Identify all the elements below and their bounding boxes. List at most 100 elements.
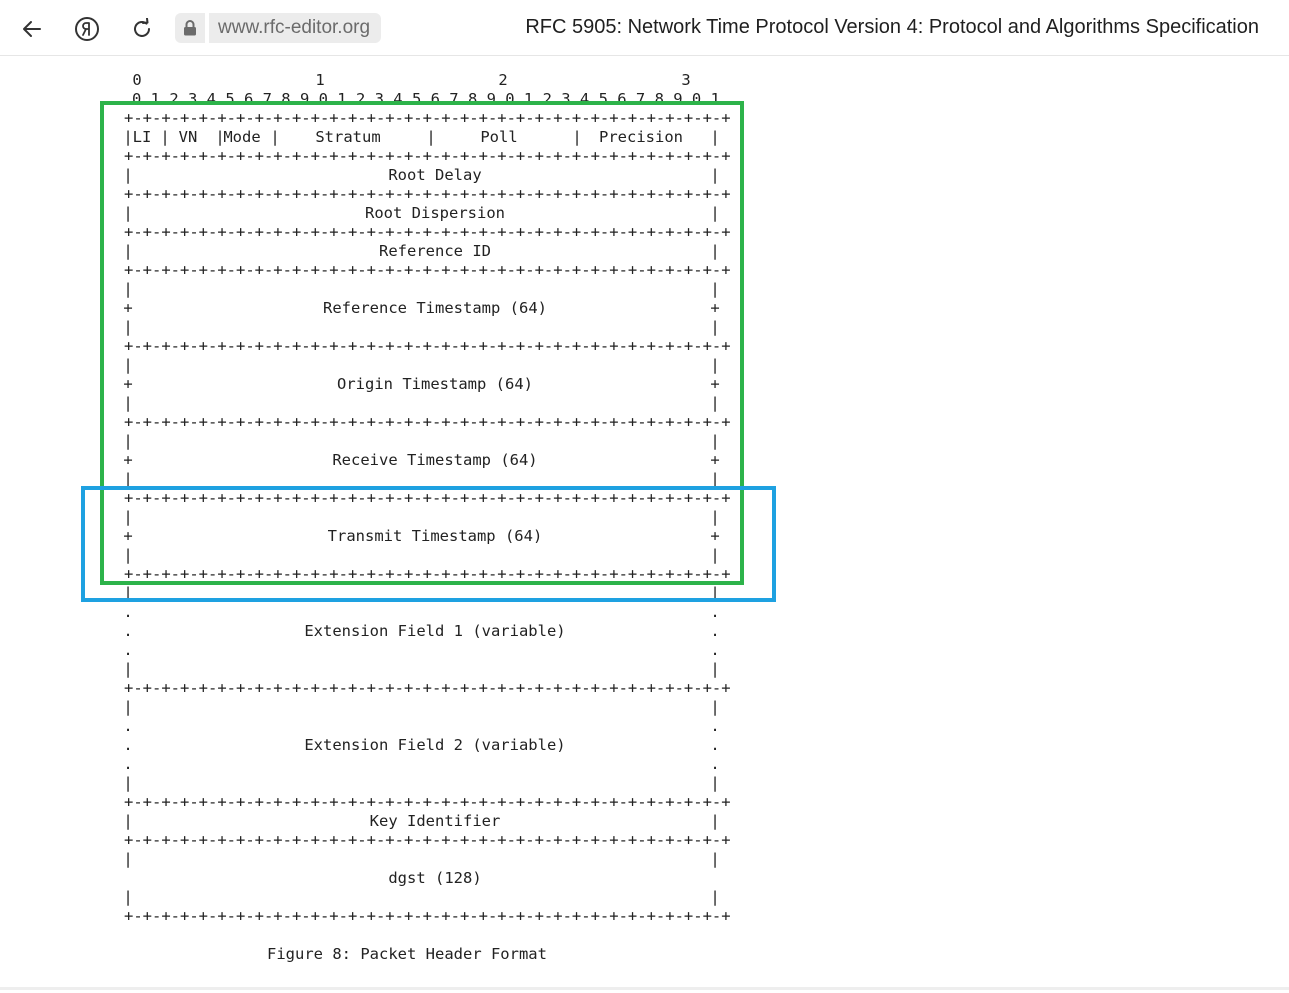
field-divider: | bbox=[426, 128, 435, 146]
field-vn: VN bbox=[179, 128, 198, 146]
right-border: | bbox=[710, 812, 719, 830]
field-reference-timestamp: Reference Timestamp (64) bbox=[323, 299, 547, 317]
row-separator: +-+-+-+-+-+-+-+-+-+-+-+-+-+-+-+-+-+-+-+-… bbox=[124, 793, 731, 811]
browser-toolbar: www.rfc-editor.org RFC 5905: Network Tim… bbox=[0, 0, 1289, 56]
green-highlight-box bbox=[100, 101, 744, 585]
row-separator: +-+-+-+-+-+-+-+-+-+-+-+-+-+-+-+-+-+-+-+-… bbox=[124, 261, 731, 279]
right-border: | bbox=[710, 432, 719, 450]
yandex-logo-icon bbox=[75, 17, 99, 41]
page-title: RFC 5905: Network Time Protocol Version … bbox=[525, 16, 1259, 38]
field-reference-id: Reference ID bbox=[379, 242, 491, 260]
left-border-dot: . bbox=[123, 717, 132, 735]
right-border-dot: . bbox=[710, 755, 719, 773]
left-border-plus: + bbox=[123, 375, 132, 393]
left-border: | bbox=[123, 166, 132, 184]
row-separator: +-+-+-+-+-+-+-+-+-+-+-+-+-+-+-+-+-+-+-+-… bbox=[124, 223, 731, 241]
row-separator: +-+-+-+-+-+-+-+-+-+-+-+-+-+-+-+-+-+-+-+-… bbox=[124, 831, 731, 849]
left-border: | bbox=[123, 432, 132, 450]
right-border-dot: . bbox=[710, 717, 719, 735]
row-separator: +-+-+-+-+-+-+-+-+-+-+-+-+-+-+-+-+-+-+-+-… bbox=[124, 413, 731, 431]
field-root-dispersion: Root Dispersion bbox=[365, 204, 505, 222]
field-origin-timestamp: Origin Timestamp (64) bbox=[337, 375, 533, 393]
field-divider: | bbox=[572, 128, 581, 146]
row-separator: +-+-+-+-+-+-+-+-+-+-+-+-+-+-+-+-+-+-+-+-… bbox=[124, 147, 731, 165]
left-border: | bbox=[123, 660, 132, 678]
field-root-delay: Root Delay bbox=[388, 166, 481, 184]
field-transmit-timestamp: Transmit Timestamp (64) bbox=[328, 527, 543, 545]
bit-units-row: 0 1 2 3 4 5 6 7 8 9 0 1 2 3 4 5 6 7 8 9 … bbox=[132, 90, 720, 108]
yandex-button[interactable] bbox=[70, 12, 104, 46]
field-li: LI bbox=[133, 128, 152, 146]
right-border: | bbox=[710, 242, 719, 260]
bit-tens-label: 2 bbox=[498, 71, 507, 89]
right-border-dot: . bbox=[710, 622, 719, 640]
field-precision: Precision bbox=[599, 128, 683, 146]
left-border: | bbox=[123, 698, 132, 716]
right-border-dot: . bbox=[710, 603, 719, 621]
left-border-dot: . bbox=[123, 755, 132, 773]
left-border: | bbox=[123, 242, 132, 260]
left-border: | bbox=[123, 128, 132, 146]
bit-tens-label: 0 bbox=[132, 71, 141, 89]
field-key-identifier: Key Identifier bbox=[370, 812, 501, 830]
address-bar[interactable]: www.rfc-editor.org bbox=[175, 13, 382, 43]
left-border: | bbox=[123, 774, 132, 792]
bit-tens-label: 1 bbox=[315, 71, 324, 89]
right-border: | bbox=[710, 128, 719, 146]
row-separator: +-+-+-+-+-+-+-+-+-+-+-+-+-+-+-+-+-+-+-+-… bbox=[124, 679, 731, 697]
figure-caption: Figure 8: Packet Header Format bbox=[267, 945, 547, 963]
packet-header-diagram: 0 1 2 30 1 2 3 4 5 6 7 8 9 0 1 2 3 4 5 6 7 … bbox=[81, 71, 776, 963]
left-border-dot: . bbox=[123, 736, 132, 754]
left-border-dot: . bbox=[123, 641, 132, 659]
left-border: | bbox=[123, 812, 132, 830]
row-separator: +-+-+-+-+-+-+-+-+-+-+-+-+-+-+-+-+-+-+-+-… bbox=[124, 185, 731, 203]
right-border: | bbox=[710, 660, 719, 678]
field-stratum: Stratum bbox=[315, 128, 380, 146]
url-text[interactable]: www.rfc-editor.org bbox=[209, 13, 382, 43]
right-border: | bbox=[710, 850, 719, 868]
field-dgst: dgst (128) bbox=[388, 869, 481, 887]
right-border: | bbox=[710, 774, 719, 792]
bit-tens-label: 3 bbox=[681, 71, 690, 89]
left-border-plus: + bbox=[123, 527, 132, 545]
field-divider: | bbox=[215, 128, 224, 146]
right-border-dot: . bbox=[710, 641, 719, 659]
right-border: | bbox=[710, 394, 719, 412]
left-border: | bbox=[123, 508, 132, 526]
bottom-edge bbox=[0, 987, 1289, 990]
row-separator: +-+-+-+-+-+-+-+-+-+-+-+-+-+-+-+-+-+-+-+-… bbox=[124, 565, 731, 583]
lock-icon[interactable] bbox=[175, 13, 205, 43]
back-button[interactable] bbox=[15, 12, 49, 46]
reload-button[interactable] bbox=[125, 12, 159, 46]
reload-icon bbox=[134, 18, 150, 37]
right-border: | bbox=[710, 584, 719, 602]
left-border: | bbox=[123, 356, 132, 374]
left-border: | bbox=[123, 850, 132, 868]
row-separator: +-+-+-+-+-+-+-+-+-+-+-+-+-+-+-+-+-+-+-+-… bbox=[124, 109, 731, 127]
row-separator: +-+-+-+-+-+-+-+-+-+-+-+-+-+-+-+-+-+-+-+-… bbox=[124, 907, 731, 925]
left-border: | bbox=[123, 204, 132, 222]
left-border: | bbox=[123, 888, 132, 906]
right-border: | bbox=[710, 356, 719, 374]
left-border-dot: . bbox=[123, 622, 132, 640]
field-divider: | bbox=[270, 128, 279, 146]
left-border: | bbox=[123, 584, 132, 602]
field-extension-1: Extension Field 1 (variable) bbox=[304, 622, 565, 640]
right-border-plus: + bbox=[710, 527, 719, 545]
left-border: | bbox=[123, 318, 132, 336]
field-poll: Poll bbox=[480, 128, 517, 146]
left-border: | bbox=[123, 546, 132, 564]
field-receive-timestamp: Receive Timestamp (64) bbox=[332, 451, 537, 469]
right-border: | bbox=[710, 508, 719, 526]
right-border-plus: + bbox=[710, 451, 719, 469]
left-border-plus: + bbox=[123, 451, 132, 469]
right-border: | bbox=[710, 166, 719, 184]
field-mode: Mode bbox=[223, 128, 260, 146]
right-border: | bbox=[710, 546, 719, 564]
right-border-dot: . bbox=[710, 736, 719, 754]
left-border: | bbox=[123, 470, 132, 488]
right-border-plus: + bbox=[710, 299, 719, 317]
right-border: | bbox=[710, 204, 719, 222]
right-border: | bbox=[710, 888, 719, 906]
